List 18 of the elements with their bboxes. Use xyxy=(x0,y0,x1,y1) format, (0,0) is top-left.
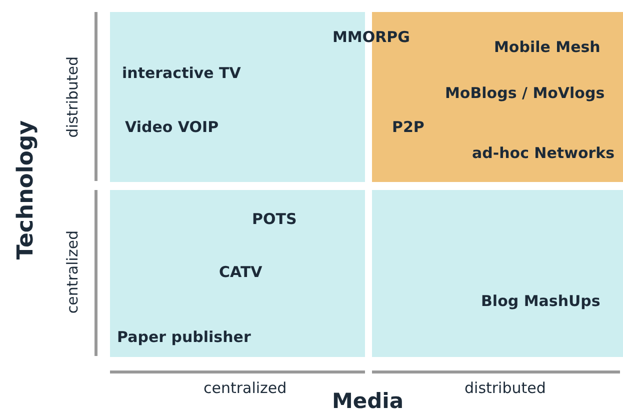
axis-tick-label: centralized xyxy=(204,378,287,398)
item-label: Blog MashUps xyxy=(481,292,600,310)
item-label: P2P xyxy=(392,118,424,136)
axis-tick-label: distributed xyxy=(464,378,546,398)
item-label: interactive TV xyxy=(122,64,241,82)
axis-tick-label: distributed xyxy=(62,56,82,138)
item-label: ad-hoc Networks xyxy=(472,144,615,162)
quadrant-panel xyxy=(110,190,365,357)
axis-tick-label: centralized xyxy=(62,230,82,314)
axis-title: Media xyxy=(332,391,404,411)
item-label: Video VOIP xyxy=(125,118,219,136)
item-label: Mobile Mesh xyxy=(494,38,600,56)
item-label: POTS xyxy=(252,210,297,228)
item-label: Paper publisher xyxy=(117,328,251,346)
quadrant-panel xyxy=(372,190,623,357)
item-label: CATV xyxy=(219,263,262,281)
item-label: MoBlogs / MoVlogs xyxy=(445,84,605,102)
axis-title: Technology xyxy=(16,120,36,260)
